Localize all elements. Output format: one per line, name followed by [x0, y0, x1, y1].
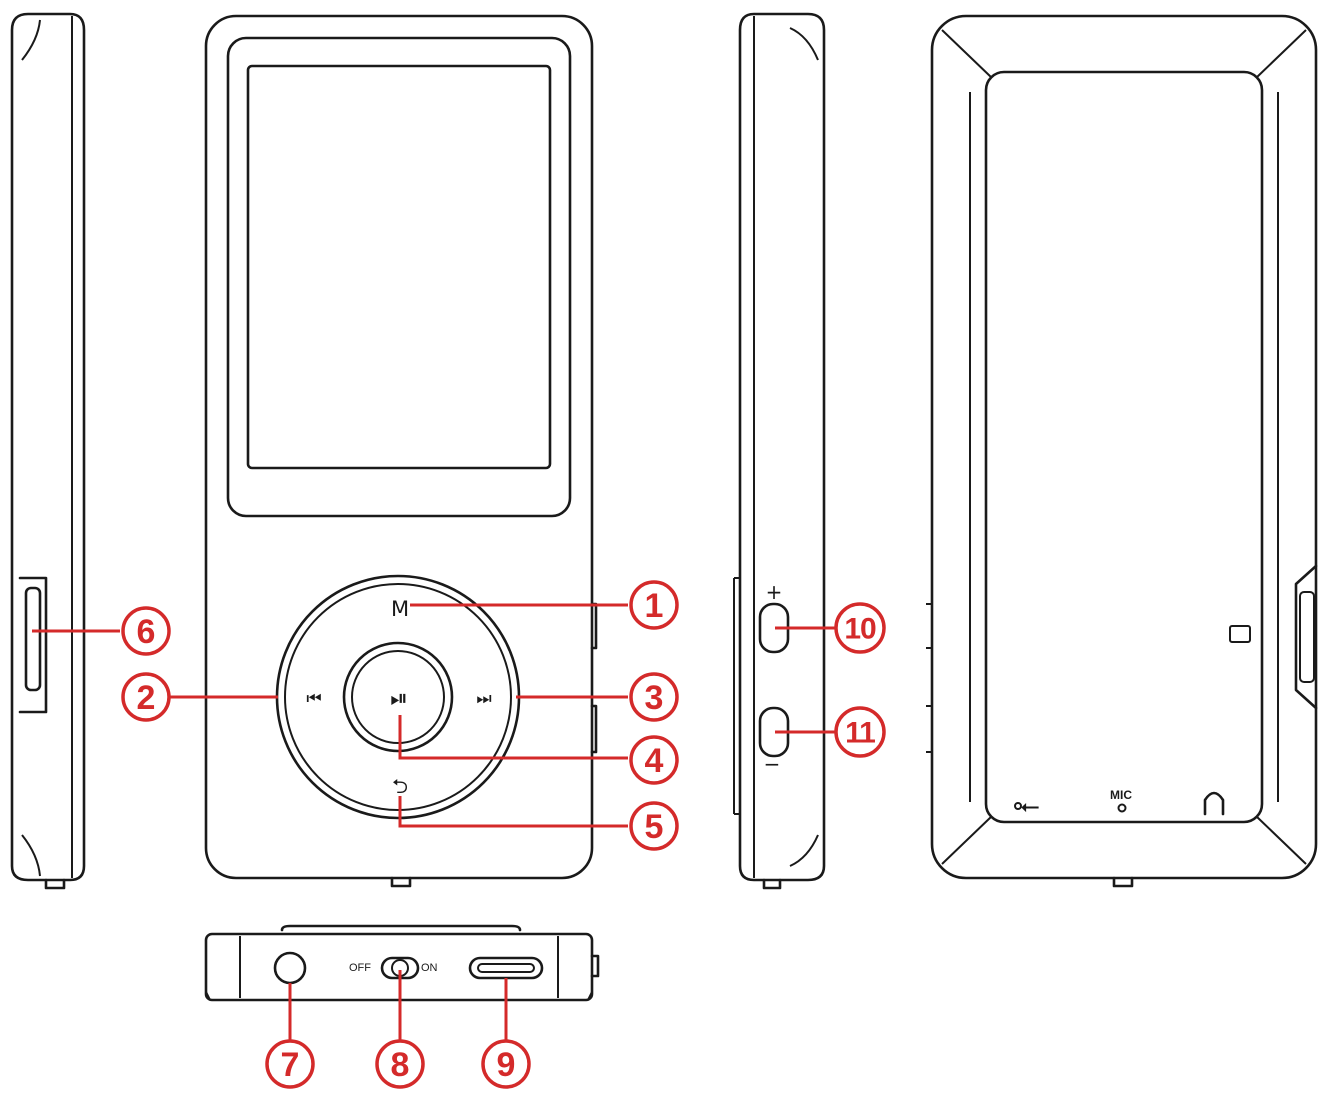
svg-text:4: 4 — [645, 742, 664, 780]
svg-text:10: 10 — [844, 613, 876, 646]
usb-c-port[interactable] — [468, 956, 544, 980]
previous-track-icon[interactable]: ⏮ — [306, 689, 321, 709]
svg-text:8: 8 — [391, 1046, 410, 1084]
svg-text:3: 3 — [645, 679, 664, 717]
back-view: ⭠ MIC — [926, 14, 1318, 888]
svg-text:7: 7 — [281, 1046, 300, 1084]
plus-icon: + — [766, 580, 783, 604]
callout-5: 5 — [629, 801, 679, 851]
display-screen — [246, 64, 552, 470]
svg-text:2: 2 — [137, 679, 156, 717]
svg-text:9: 9 — [497, 1046, 516, 1084]
callout-11: 11 — [834, 706, 886, 758]
usb-icon: ⭠ — [1020, 792, 1039, 820]
callout-10: 10 — [834, 602, 886, 654]
sd-card-slot[interactable] — [18, 576, 48, 714]
callout-6: 6 — [121, 606, 171, 656]
callout-1: 1 — [629, 580, 679, 630]
callout-4: 4 — [629, 735, 679, 785]
callout-8: 8 — [375, 1039, 425, 1089]
leader-lines — [32, 603, 836, 1040]
next-track-icon[interactable]: ⏭ — [476, 689, 491, 709]
callout-7: 7 — [265, 1039, 315, 1089]
left-side-view — [10, 12, 86, 890]
callout-9: 9 — [481, 1039, 531, 1089]
bottom-view: OFF ON — [204, 924, 600, 1002]
callout-2: 2 — [121, 672, 171, 722]
right-side-view: + − — [733, 12, 826, 890]
headphone-icon — [1203, 791, 1225, 816]
return-icon[interactable]: ⮌ — [392, 774, 408, 798]
play-pause-button[interactable] — [351, 650, 445, 744]
menu-button[interactable]: M — [391, 597, 409, 621]
mic-hole — [1117, 803, 1127, 813]
sd-card-icon — [1229, 625, 1251, 643]
callout-3: 3 — [629, 672, 679, 722]
svg-text:5: 5 — [645, 808, 664, 846]
play-pause-icon[interactable]: ⏯ — [390, 687, 408, 712]
svg-text:6: 6 — [137, 613, 156, 651]
minus-icon: − — [764, 752, 781, 776]
svg-text:11: 11 — [845, 717, 875, 750]
switch-on-label: ON — [421, 962, 438, 974]
switch-off-label: OFF — [349, 962, 371, 974]
headphone-jack[interactable] — [273, 951, 307, 985]
svg-text:1: 1 — [645, 587, 664, 625]
mic-label: MIC — [1110, 788, 1132, 802]
